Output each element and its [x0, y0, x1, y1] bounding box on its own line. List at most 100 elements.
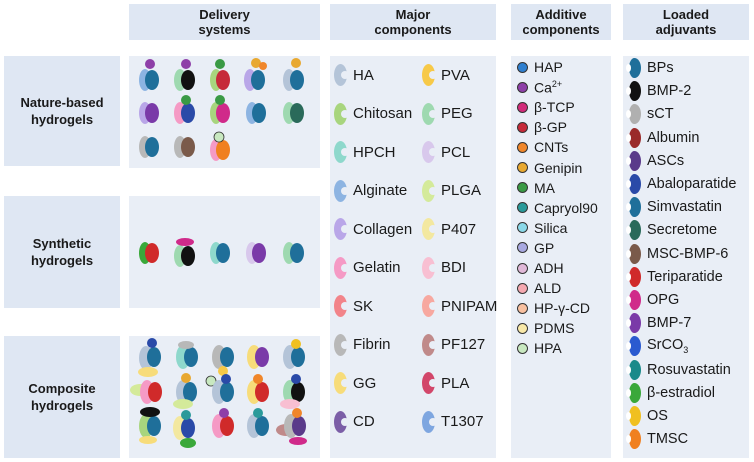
additive-dot-icon — [517, 262, 528, 274]
loaded-adjuvant-abaloparatide: Abaloparatide — [626, 174, 737, 194]
adjuvant-label: β-estradiol — [647, 384, 715, 401]
component-label: Gelatin — [353, 259, 401, 276]
additive-dot-icon — [517, 101, 528, 113]
adjuvant-label: SrCO3 — [647, 337, 689, 356]
additive-label: Silica — [534, 219, 568, 236]
additive-dot-icon — [517, 242, 528, 254]
additive-dot-icon — [517, 282, 528, 294]
additive-dot-icon — [517, 162, 528, 173]
adjuvant-label: sCT — [647, 106, 674, 123]
header-delivery-label: Delivery systems — [198, 7, 251, 37]
header-additive-components: Additive components — [511, 4, 611, 40]
additive-component-genipin: Genipin — [517, 160, 582, 176]
adjuvant-label: ASCs — [647, 152, 685, 169]
header-major-label: Major components — [374, 7, 452, 37]
component-label: PVA — [441, 66, 470, 84]
additive-dot-icon — [517, 202, 528, 214]
major-component-cd: CD — [334, 410, 375, 433]
component-shape-icon — [334, 333, 349, 356]
additive-component-hap: HAP — [517, 59, 563, 75]
component-shape-icon — [422, 372, 437, 394]
major-component-peg: PEG — [422, 102, 473, 125]
loaded-adjuvant-srco: SrCO3 — [626, 336, 689, 357]
additive-component-adh: ADH — [517, 260, 564, 276]
component-label: CD — [353, 413, 375, 430]
adjuvant-label: BMP-2 — [647, 83, 692, 100]
component-label: HA — [353, 66, 374, 84]
component-label: Fibrin — [353, 336, 391, 353]
component-label: PNIPAM — [441, 297, 498, 315]
additive-label: Genipin — [534, 159, 583, 176]
row-synthetic-label: Synthetic hydrogels — [30, 236, 94, 268]
component-shape-icon — [422, 333, 437, 356]
loaded-adjuvant-os: OS — [626, 406, 668, 426]
delivery-panel-nature — [129, 56, 320, 168]
adjuvant-label: Rosuvastatin — [647, 361, 731, 378]
component-shape-icon — [422, 256, 437, 279]
additive-component-cnts: CNTs — [517, 139, 568, 155]
major-component-pva: PVA — [422, 64, 470, 86]
loaded-adjuvant-bmp-2: BMP-2 — [626, 81, 692, 102]
loaded-adjuvant-albumin: Albumin — [626, 127, 699, 148]
row-label-synthetic: Synthetic hydrogels — [4, 196, 120, 308]
component-shape-icon — [334, 179, 349, 202]
component-shape-icon — [334, 256, 349, 279]
adjuvant-shape-icon — [626, 58, 641, 78]
additive-label: HAP — [534, 59, 563, 75]
adjuvant-shape-icon — [626, 220, 641, 241]
additive-component-gp: β-GP — [517, 119, 567, 135]
component-label: Alginate — [353, 182, 408, 199]
component-label: SK — [353, 297, 374, 315]
header-delivery-systems: Delivery systems — [129, 4, 320, 40]
adjuvant-label: Abaloparatide — [647, 176, 737, 192]
additive-component-ma: MA — [517, 180, 555, 196]
major-component-pnipam: PNIPAM — [422, 295, 497, 317]
component-shape-icon — [334, 141, 349, 163]
loaded-adjuvant-bmp-7: BMP-7 — [626, 313, 691, 334]
component-shape-icon — [422, 141, 437, 163]
component-shape-icon — [422, 64, 437, 86]
component-label: P407 — [441, 220, 477, 238]
additive-component-silica: Silica — [517, 220, 567, 236]
loaded-adjuvant-rosuvastatin: Rosuvastatin — [626, 359, 731, 380]
row-nature-label: Nature-based hydrogels — [20, 95, 104, 127]
additive-component-capryol90: Capryol90 — [517, 200, 598, 216]
major-component-alginate: Alginate — [334, 179, 408, 202]
loaded-adjuvant-tmsc: TMSC — [626, 429, 689, 450]
delivery-panel-synthetic — [129, 196, 320, 308]
adjuvant-shape-icon — [626, 104, 641, 125]
component-label: Collagen — [353, 220, 413, 238]
major-component-sk: SK — [334, 295, 373, 317]
major-component-pcl: PCL — [422, 141, 470, 163]
major-component-pla: PLA — [422, 372, 469, 394]
major-component-pf127: PF127 — [422, 333, 486, 356]
component-label: PLA — [441, 374, 470, 392]
adjuvant-shape-icon — [626, 150, 641, 171]
component-shape-icon — [334, 295, 349, 317]
component-shape-icon — [422, 295, 437, 317]
major-component-gg: GG — [334, 372, 376, 394]
component-label: PF127 — [441, 336, 486, 353]
component-shape-icon — [334, 372, 349, 394]
additive-label: ALD — [534, 280, 562, 297]
component-shape-icon — [422, 218, 437, 240]
loaded-adjuvant-teriparatide: Teriparatide — [626, 266, 723, 287]
loaded-adjuvant-sct: sCT — [626, 104, 674, 125]
loaded-adjuvant-estradiol: β-estradiol — [626, 382, 715, 403]
component-shape-icon — [334, 64, 349, 86]
adjuvant-shape-icon — [626, 382, 641, 403]
major-component-bdi: BDI — [422, 256, 466, 279]
additive-label: β-TCP — [534, 99, 575, 116]
adjuvant-shape-icon — [626, 429, 641, 450]
adjuvant-shape-icon — [626, 197, 641, 218]
additive-label: ADH — [534, 260, 564, 276]
adjuvant-shape-icon — [626, 359, 641, 380]
additive-label: CNTs — [534, 139, 569, 156]
additive-dot-icon — [517, 141, 528, 153]
additive-dot-icon — [517, 322, 528, 334]
additive-label: PDMS — [534, 320, 575, 337]
component-shape-icon — [422, 410, 437, 433]
adjuvant-label: TMSC — [647, 431, 689, 448]
